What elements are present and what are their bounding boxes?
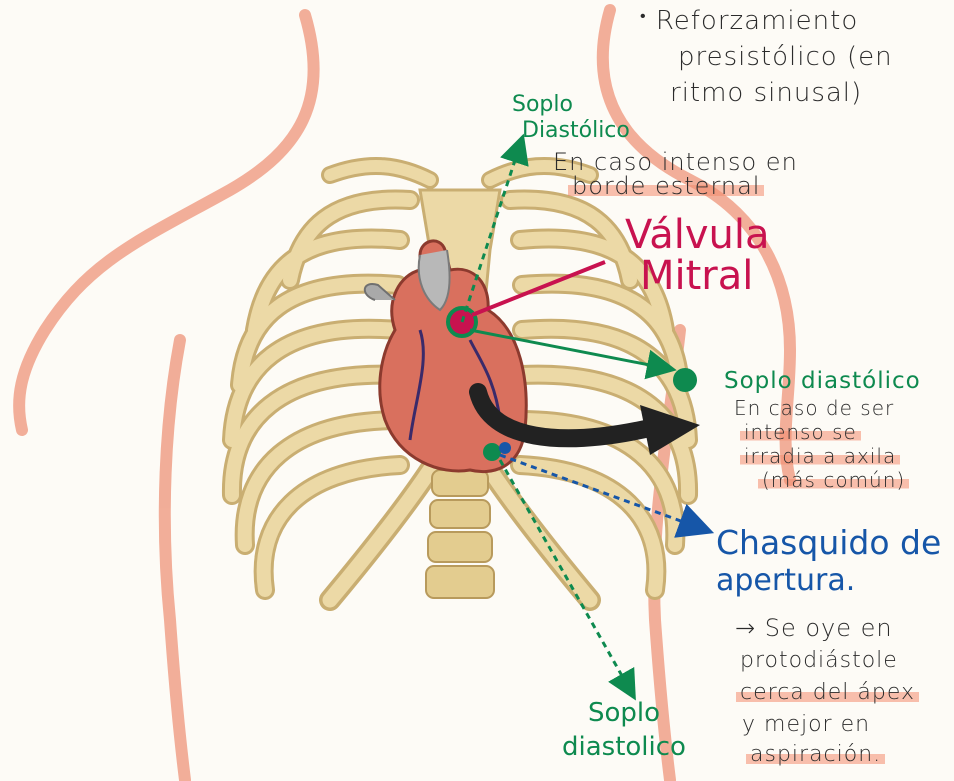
soplo-bottom-title: diastolico bbox=[562, 734, 686, 760]
chasquido-title: Chasquido de bbox=[716, 526, 941, 559]
valvula-mitral-label: Válvula bbox=[625, 215, 770, 255]
soplo-top-note: En caso intenso en bbox=[553, 150, 798, 174]
soplo-right-note: (más común) bbox=[758, 470, 909, 490]
note-line: presistólico (en bbox=[678, 44, 893, 70]
soplo-right-title: Soplo diastólico bbox=[724, 370, 921, 393]
note-reforzamiento: • Reforzamiento bbox=[640, 8, 858, 34]
apex-marker-green bbox=[483, 443, 501, 461]
chasquido-note: cerca del ápex bbox=[736, 682, 919, 704]
soplo-right-note: En caso de ser bbox=[734, 398, 894, 418]
valvula-mitral-label: Mitral bbox=[640, 256, 753, 296]
chasquido-note: → Se oye en bbox=[735, 616, 893, 640]
soplo-top-note: borde esternal bbox=[568, 174, 764, 198]
soplo-top-title: Soplo bbox=[512, 94, 573, 116]
note-line: Reforzamiento bbox=[656, 6, 858, 36]
chasquido-note: y mejor en bbox=[742, 714, 870, 736]
soplo-bottom-title: Soplo bbox=[588, 700, 660, 726]
bullet-icon: • bbox=[640, 6, 647, 25]
soplo-right-note: intenso se bbox=[740, 422, 861, 442]
soplo-top-title: Diastólico bbox=[522, 120, 630, 142]
chasquido-note: protodiástole bbox=[740, 650, 898, 672]
apex-marker-blue bbox=[499, 442, 511, 454]
chasquido-note: aspiración. bbox=[746, 744, 885, 766]
soplo-right-note: irradia a axila bbox=[740, 446, 900, 466]
axilla-marker bbox=[673, 368, 697, 392]
chasquido-title: apertura. bbox=[716, 566, 855, 596]
note-line: ritmo sinusal) bbox=[670, 80, 862, 106]
